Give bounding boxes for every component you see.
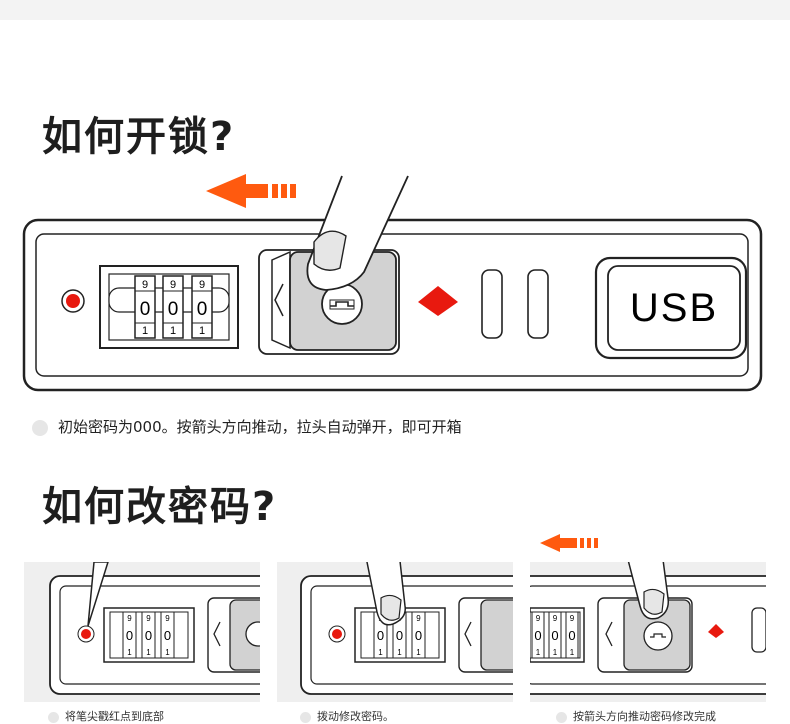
diamond-icon bbox=[708, 624, 724, 638]
dial-bot: 1 bbox=[416, 648, 421, 657]
step-1-caption: 将笔尖戳红点到底部 bbox=[48, 708, 164, 724]
dial-top: 9 bbox=[165, 614, 170, 623]
dial-mid: 0 bbox=[415, 628, 422, 643]
dial-3-bot: 1 bbox=[199, 325, 205, 337]
bullet-icon bbox=[300, 711, 311, 723]
unlock-illustration: 9 0 1 9 0 1 9 0 1 USB bbox=[22, 174, 763, 392]
unlock-note-text: 初始密码为000。按箭头方向推动，拉头自动弹开，即可开箱 bbox=[58, 418, 462, 436]
arrow-left-icon bbox=[540, 534, 598, 552]
dial-mid: 0 bbox=[534, 628, 541, 643]
dial-mid: 0 bbox=[377, 628, 384, 643]
combination-dial-3[interactable]: 9 0 1 bbox=[411, 611, 426, 659]
slot-2 bbox=[527, 269, 549, 339]
combination-dial-1[interactable]: 9 0 1 bbox=[531, 611, 545, 659]
dial-bot: 1 bbox=[146, 648, 151, 657]
step-3-caption-text: 按箭头方向推动密码修改完成 bbox=[573, 710, 716, 723]
dial-2-mid: 0 bbox=[168, 299, 179, 320]
combination-dial-1[interactable]: 9 0 1 bbox=[134, 275, 156, 339]
dial-3-top: 9 bbox=[199, 279, 205, 291]
bullet-icon bbox=[32, 419, 48, 436]
unlock-note: 初始密码为000。按箭头方向推动，拉头自动弹开，即可开箱 bbox=[32, 416, 462, 437]
step-2-panel: 9 0 1 9 0 1 9 0 1 bbox=[277, 562, 513, 702]
dial-mid: 0 bbox=[396, 628, 403, 643]
combination-dial-3[interactable]: 9 0 1 bbox=[191, 275, 213, 339]
heading-unlock: 如何开锁? bbox=[42, 114, 236, 160]
dial-bot: 1 bbox=[397, 648, 402, 657]
combination-dial-2[interactable]: 9 0 1 bbox=[162, 275, 184, 339]
dial-mid: 0 bbox=[126, 628, 133, 643]
combination-dial-2[interactable]: 9 0 1 bbox=[141, 611, 156, 659]
dial-bot: 1 bbox=[127, 648, 132, 657]
slider-button[interactable] bbox=[623, 599, 691, 671]
top-band bbox=[0, 0, 790, 20]
dial-1-top: 9 bbox=[142, 279, 148, 291]
arrow-left-icon bbox=[206, 174, 296, 208]
bullet-icon bbox=[48, 711, 59, 723]
finger-icon bbox=[366, 562, 406, 626]
dial-top: 9 bbox=[553, 614, 558, 623]
dial-mid: 0 bbox=[164, 628, 171, 643]
finger-icon bbox=[306, 175, 409, 291]
usb-port[interactable] bbox=[607, 265, 741, 351]
dial-top: 9 bbox=[536, 614, 541, 623]
step-3-caption: 按箭头方向推动密码修改完成 bbox=[556, 708, 716, 724]
dial-top: 9 bbox=[570, 614, 575, 623]
dial-top: 9 bbox=[127, 614, 132, 623]
combination-dial-3[interactable]: 9 0 1 bbox=[160, 611, 175, 659]
slot-1 bbox=[481, 269, 503, 339]
step-3-panel: 9 0 1 9 0 1 9 0 1 bbox=[530, 562, 766, 702]
combination-dial-2[interactable]: 9 0 1 bbox=[548, 611, 562, 659]
dial-top: 9 bbox=[146, 614, 151, 623]
dial-1-bot: 1 bbox=[142, 325, 148, 337]
dial-2-top: 9 bbox=[170, 279, 176, 291]
dial-2-bot: 1 bbox=[170, 325, 176, 337]
dial-bot: 1 bbox=[378, 648, 383, 657]
step-1-panel: 9 0 1 9 0 1 9 0 1 bbox=[24, 562, 260, 702]
dial-bot: 1 bbox=[536, 648, 541, 657]
dial-1-mid: 0 bbox=[140, 299, 151, 320]
bullet-icon bbox=[556, 711, 567, 723]
pen-tip-icon bbox=[87, 562, 109, 627]
combination-dial-3[interactable]: 9 0 1 bbox=[565, 611, 579, 659]
dial-bot: 1 bbox=[570, 648, 575, 657]
diamond-icon bbox=[418, 286, 458, 302]
dial-mid: 0 bbox=[145, 628, 152, 643]
step-1-caption-text: 将笔尖戳红点到底部 bbox=[65, 710, 164, 723]
dial-mid: 0 bbox=[551, 628, 558, 643]
usb-label: USB bbox=[630, 286, 718, 330]
dial-bot: 1 bbox=[553, 648, 558, 657]
step-2-caption-text: 拨动修改密码。 bbox=[317, 710, 394, 723]
key-icon bbox=[329, 299, 355, 310]
dial-top: 9 bbox=[416, 614, 421, 623]
finger-icon bbox=[627, 562, 670, 620]
dial-3-mid: 0 bbox=[197, 299, 208, 320]
dial-bot: 1 bbox=[165, 648, 170, 657]
combination-dial-1[interactable]: 9 0 1 bbox=[122, 611, 137, 659]
dial-mid: 0 bbox=[568, 628, 575, 643]
heading-change-password: 如何改密码? bbox=[42, 484, 278, 530]
step-2-caption: 拨动修改密码。 bbox=[300, 708, 394, 724]
